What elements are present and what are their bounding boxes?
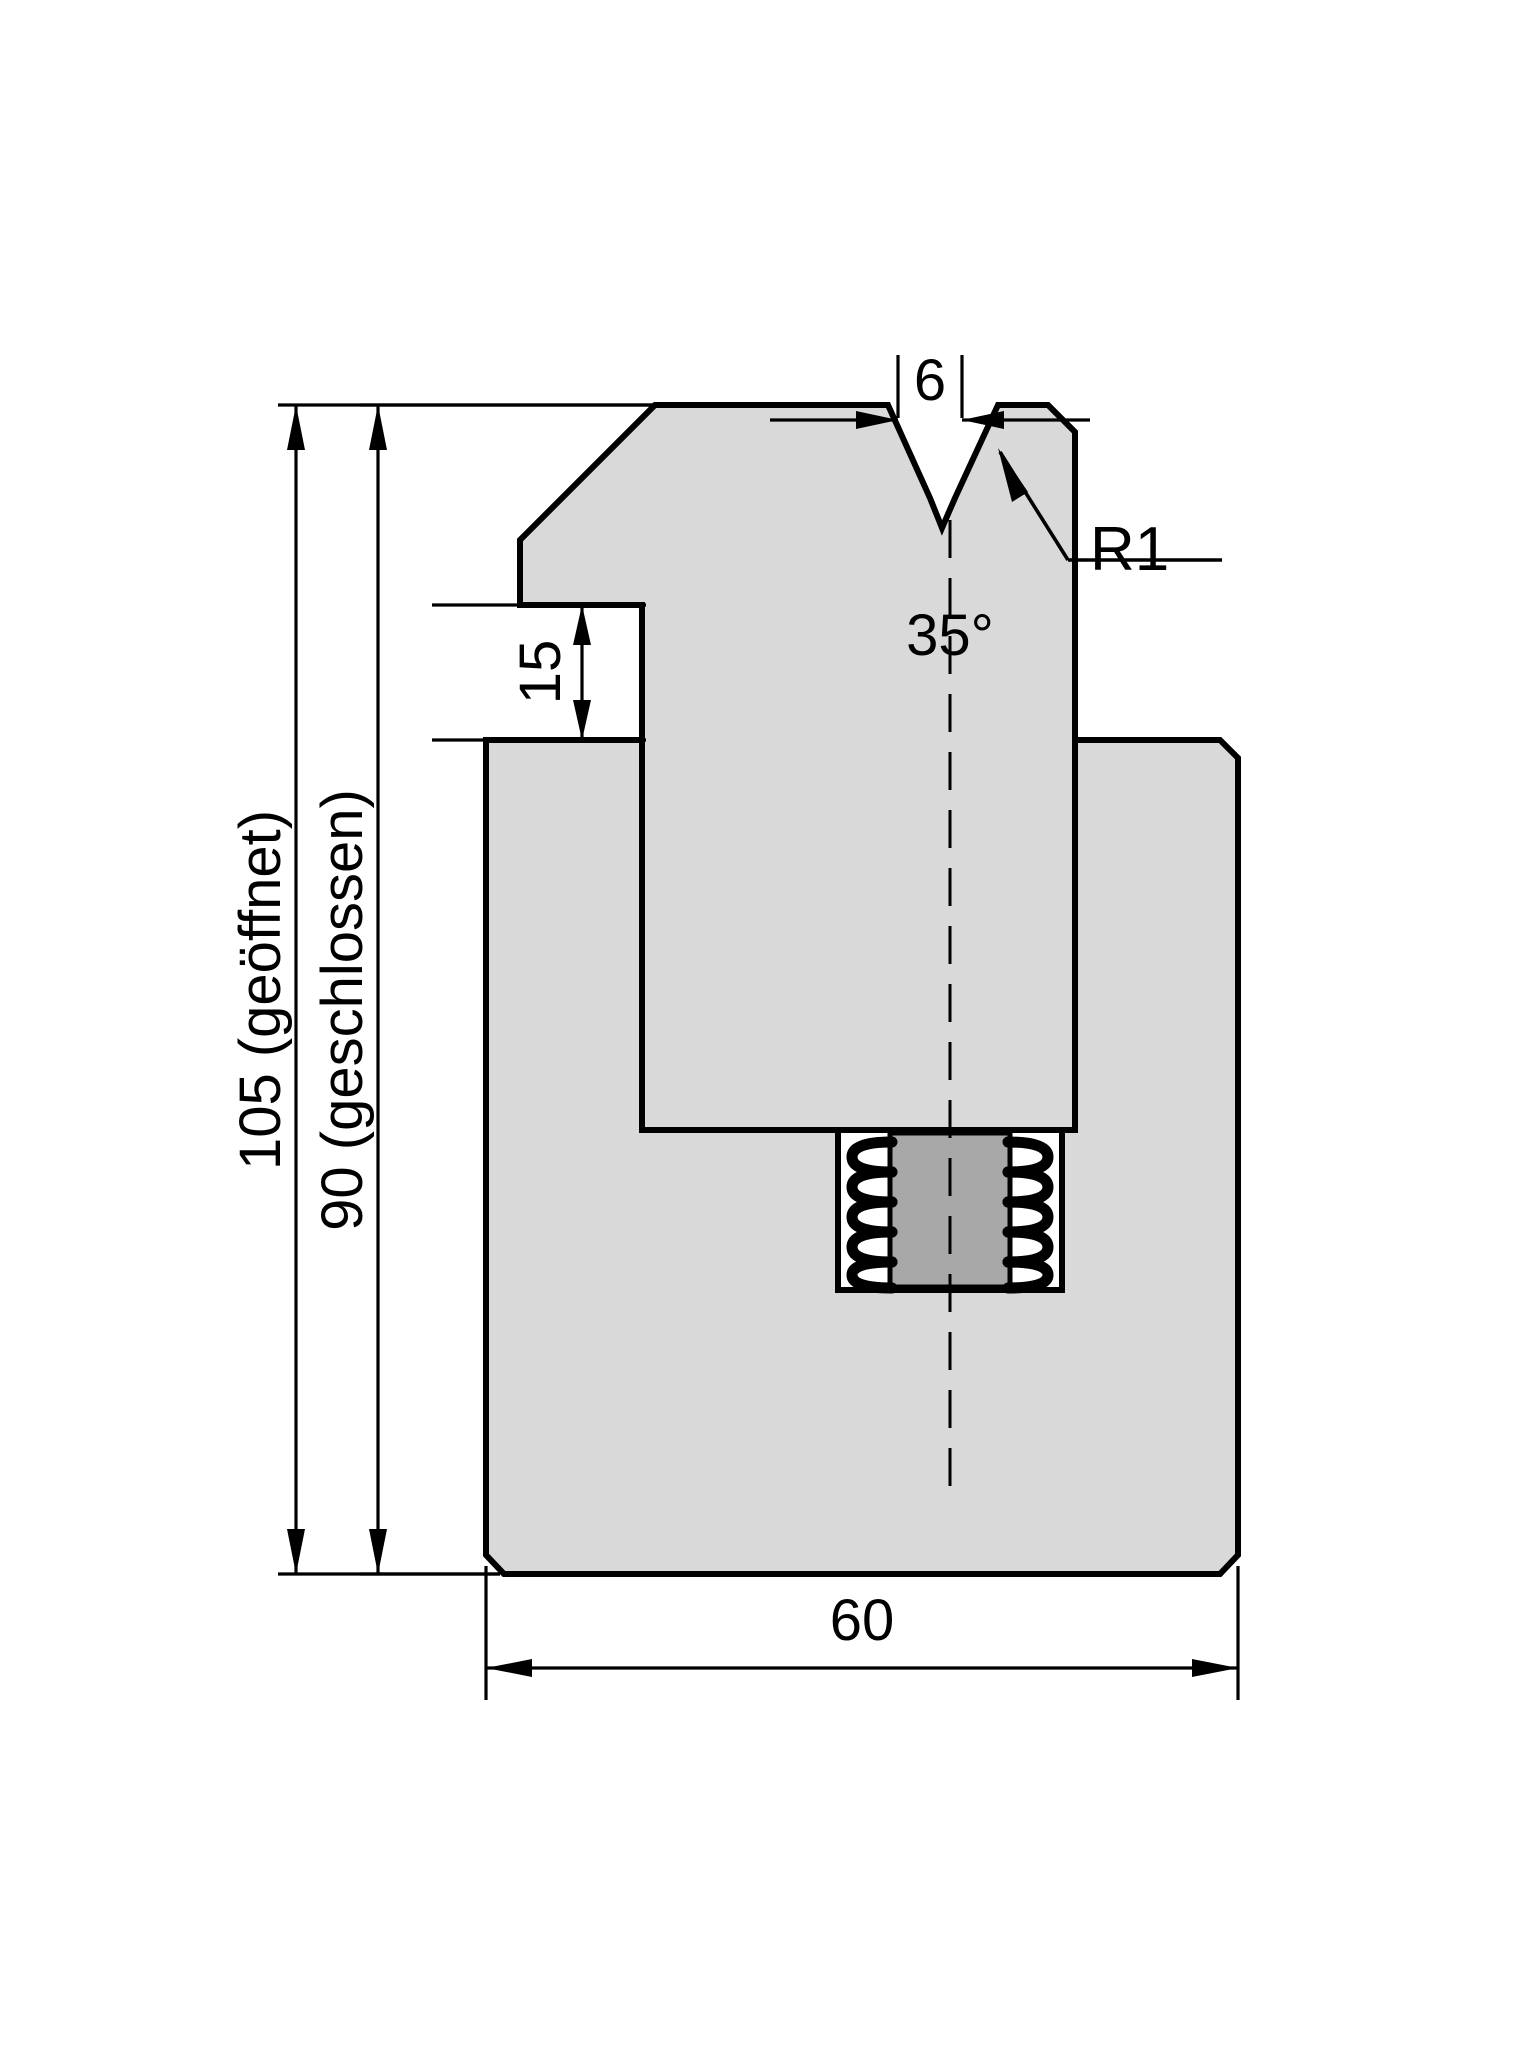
dimension-height-closed-label: 90 (geschlossen) <box>310 789 375 1231</box>
dimension-vee-opening-label: 6 <box>914 348 946 413</box>
dimension-shoulder-height-label: 15 <box>508 640 573 705</box>
dimension-corner-radius-label: R1 <box>1090 515 1169 584</box>
dimension-shoulder-height <box>432 603 646 742</box>
dimension-base-width <box>484 1566 1240 1700</box>
center-insert-block <box>887 1130 1013 1290</box>
dimension-vee-opening <box>770 355 1090 429</box>
dimension-height-closed <box>360 403 660 1576</box>
dimension-height-open-label: 105 (geöffnet) <box>228 810 293 1170</box>
dimension-base-width-label: 60 <box>830 1588 895 1653</box>
compression-spring-left <box>846 1136 898 1294</box>
dimension-corner-radius-leader <box>998 448 1222 562</box>
compression-spring-right <box>1002 1136 1054 1294</box>
dimension-vee-angle-label: 35° <box>906 603 994 668</box>
